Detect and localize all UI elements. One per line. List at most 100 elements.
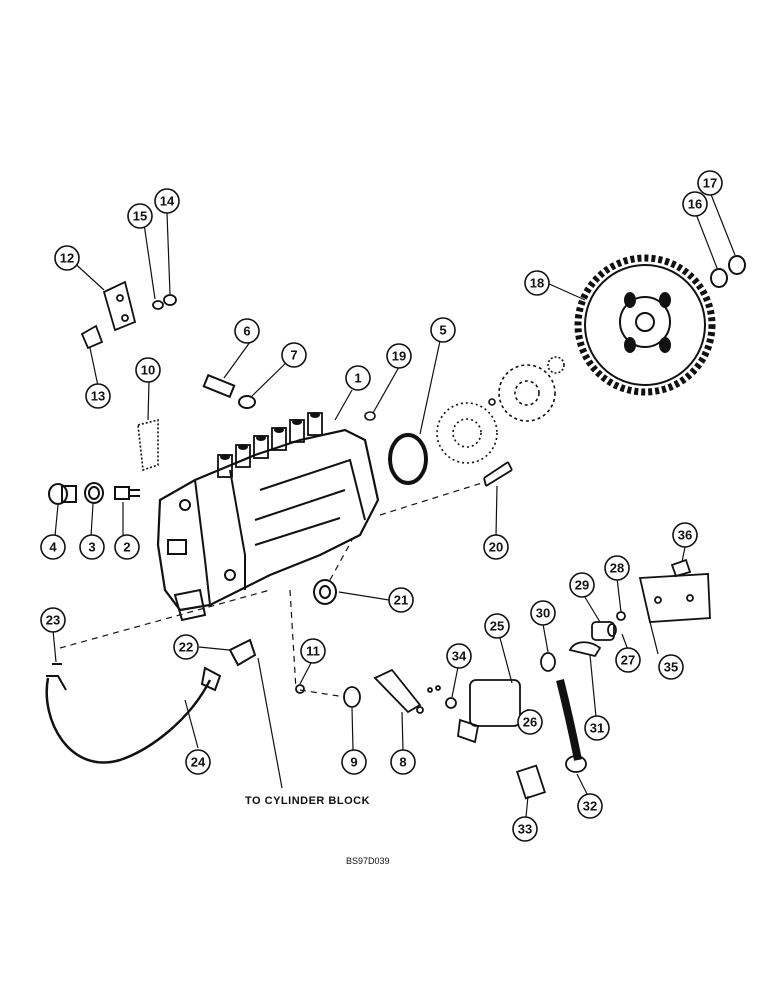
callout-number: 1 xyxy=(354,371,361,386)
callout-circle xyxy=(300,638,326,664)
callout-circle xyxy=(185,749,211,775)
callout-number: 34 xyxy=(452,649,467,664)
callout-number: 17 xyxy=(703,176,717,191)
callout-number: 27 xyxy=(621,653,635,668)
gasket xyxy=(137,418,159,472)
o-ring-small xyxy=(364,411,376,421)
callout-9: 9 xyxy=(341,749,367,775)
callout-number: 21 xyxy=(394,593,408,608)
callout-16: 16 xyxy=(682,191,708,217)
o-ring-large xyxy=(388,433,428,485)
callout-circle xyxy=(584,715,610,741)
callout-circle xyxy=(430,317,456,343)
fittings-front xyxy=(48,482,140,505)
callout-circle xyxy=(658,654,684,680)
callout-17: 17 xyxy=(697,170,723,196)
callout-circle xyxy=(697,170,723,196)
callout-33: 33 xyxy=(512,816,538,842)
callout-number: 14 xyxy=(160,194,175,209)
callout-circle xyxy=(390,749,416,775)
injection-pump xyxy=(156,412,380,622)
callout-number: 19 xyxy=(392,349,406,364)
callout-circle xyxy=(483,534,509,560)
callout-21: 21 xyxy=(388,587,414,613)
callout-number: 10 xyxy=(141,363,155,378)
callouts: 1234567891011121314151617181920212223242… xyxy=(40,170,723,842)
callout-36: 36 xyxy=(672,522,698,548)
fuel-line xyxy=(45,638,257,764)
callout-number: 23 xyxy=(46,613,60,628)
callout-19: 19 xyxy=(386,343,412,369)
callout-number: 20 xyxy=(489,540,503,555)
callout-22: 22 xyxy=(173,634,199,660)
callout-number: 24 xyxy=(191,755,206,770)
callout-circle xyxy=(85,383,111,409)
gear xyxy=(574,254,716,396)
callout-number: 12 xyxy=(60,251,74,266)
callout-number: 5 xyxy=(439,323,446,338)
callout-circle xyxy=(114,534,140,560)
callout-number: 13 xyxy=(91,389,105,404)
callout-number: 7 xyxy=(290,348,297,363)
callout-11: 11 xyxy=(300,638,326,664)
callout-1: 1 xyxy=(345,365,371,391)
callout-number: 9 xyxy=(350,755,357,770)
callout-circle xyxy=(345,365,371,391)
callout-18: 18 xyxy=(524,270,550,296)
callout-circle xyxy=(569,572,595,598)
callout-10: 10 xyxy=(135,357,161,383)
callout-7: 7 xyxy=(281,342,307,368)
callout-circle xyxy=(577,793,603,819)
callout-4: 4 xyxy=(40,534,66,560)
callout-29: 29 xyxy=(569,572,595,598)
callout-number: 26 xyxy=(523,715,537,730)
callout-12: 12 xyxy=(54,245,80,271)
callout-14: 14 xyxy=(154,188,180,214)
callout-number: 30 xyxy=(536,606,550,621)
callout-number: 8 xyxy=(399,755,406,770)
callout-circle xyxy=(446,643,472,669)
callout-32: 32 xyxy=(577,793,603,819)
callout-circle xyxy=(173,634,199,660)
callout-number: 22 xyxy=(179,640,193,655)
callout-6: 6 xyxy=(234,318,260,344)
callout-circle xyxy=(615,647,641,673)
callout-circle xyxy=(524,270,550,296)
callout-circle xyxy=(40,607,66,633)
callout-number: 35 xyxy=(664,660,678,675)
callout-circle xyxy=(672,522,698,548)
callout-circle xyxy=(79,534,105,560)
callout-number: 16 xyxy=(688,197,702,212)
callout-circle xyxy=(484,613,510,639)
callout-number: 18 xyxy=(530,276,544,291)
callout-8: 8 xyxy=(390,749,416,775)
callout-5: 5 xyxy=(430,317,456,343)
callout-number: 29 xyxy=(575,578,589,593)
nuts xyxy=(710,255,746,288)
callout-circle xyxy=(604,555,630,581)
callout-25: 25 xyxy=(484,613,510,639)
callout-number: 6 xyxy=(243,324,250,339)
callout-circle xyxy=(135,357,161,383)
callout-circle xyxy=(517,709,543,735)
callout-number: 4 xyxy=(49,540,57,555)
callout-circle xyxy=(234,318,260,344)
callout-number: 31 xyxy=(590,721,604,736)
drawing-code: BS97D039 xyxy=(346,856,390,866)
hub-plates xyxy=(436,356,565,464)
callout-number: 32 xyxy=(583,799,597,814)
callout-24: 24 xyxy=(185,749,211,775)
callout-number: 33 xyxy=(518,822,532,837)
callout-3: 3 xyxy=(79,534,105,560)
callout-28: 28 xyxy=(604,555,630,581)
callout-circle xyxy=(54,245,80,271)
callout-13: 13 xyxy=(85,383,111,409)
callout-number: 15 xyxy=(133,209,147,224)
callout-30: 30 xyxy=(530,600,556,626)
lever-assembly xyxy=(295,668,424,714)
callout-circle xyxy=(388,587,414,613)
callout-35: 35 xyxy=(658,654,684,680)
callout-26: 26 xyxy=(517,709,543,735)
callout-circle xyxy=(341,749,367,775)
